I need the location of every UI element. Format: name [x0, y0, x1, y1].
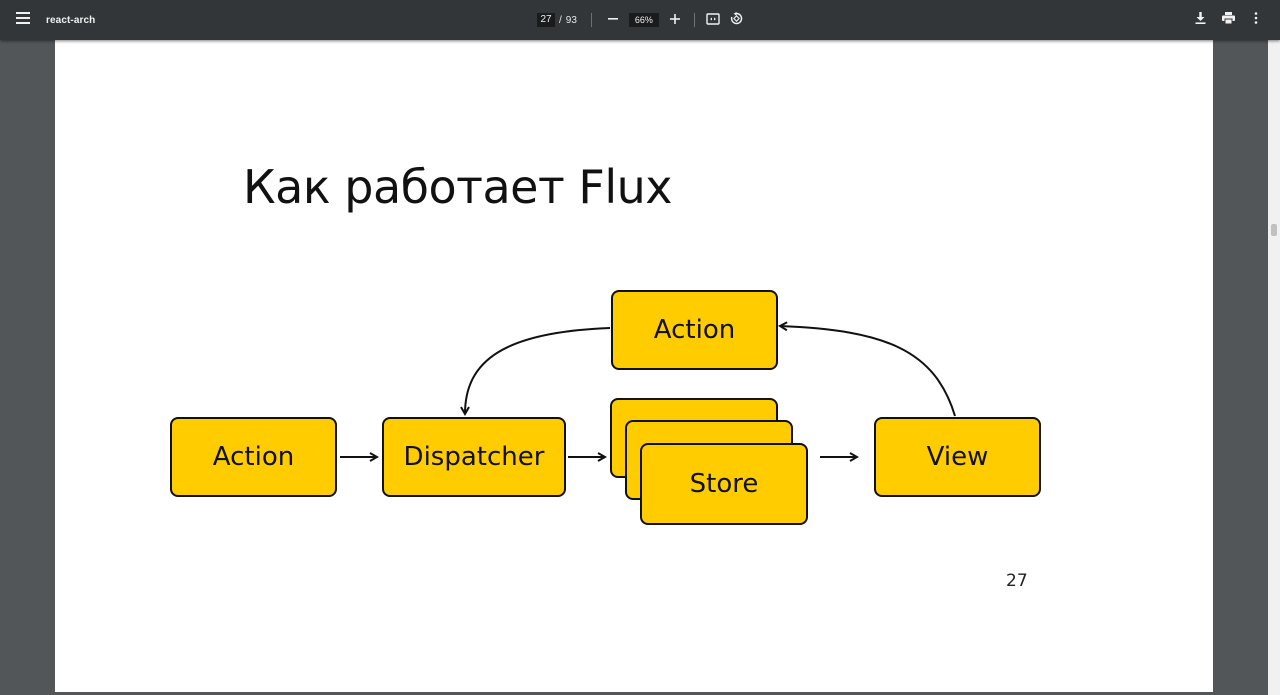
- fit-page-button[interactable]: [703, 8, 723, 32]
- pdf-page: Как работает Flux Action Dispatcher Acti…: [55, 40, 1213, 692]
- fit-page-icon: [706, 12, 720, 28]
- store-box: Store: [640, 443, 808, 525]
- rotate-icon: [730, 12, 743, 28]
- action-top-box: Action: [611, 290, 778, 370]
- page-number-input[interactable]: 27: [537, 13, 555, 27]
- zoom-out-button[interactable]: [603, 8, 623, 32]
- action-box: Action: [170, 417, 337, 497]
- zoom-in-icon: [669, 13, 680, 27]
- pdf-toolbar: react-arch 27 / 93 66%: [0, 0, 1280, 40]
- print-button[interactable]: [1214, 8, 1242, 32]
- rotate-button[interactable]: [727, 8, 747, 32]
- toolbar-divider: [590, 13, 592, 27]
- total-pages: 93: [565, 14, 577, 26]
- more-options-icon: [1254, 11, 1258, 29]
- download-icon: [1195, 11, 1206, 29]
- action-box-label: Action: [212, 442, 295, 472]
- store-box-label: Store: [689, 469, 759, 499]
- more-options-button[interactable]: [1242, 8, 1270, 32]
- view-box-label: View: [926, 442, 989, 472]
- zoom-level-input[interactable]: 66%: [628, 13, 659, 27]
- slide-title: Как работает Flux: [243, 160, 672, 214]
- scrollbar-thumb[interactable]: [1271, 224, 1277, 236]
- view-box: View: [874, 417, 1041, 497]
- menu-icon: [16, 11, 30, 29]
- vertical-scrollbar[interactable]: [1268, 40, 1280, 695]
- action-top-box-label: Action: [653, 315, 736, 345]
- dispatcher-box: Dispatcher: [382, 417, 566, 497]
- zoom-out-icon: [607, 14, 618, 27]
- download-button[interactable]: [1186, 8, 1214, 32]
- toolbar-divider: [693, 13, 695, 27]
- page-separator: /: [559, 14, 562, 26]
- zoom-in-button[interactable]: [665, 8, 685, 32]
- menu-button[interactable]: [0, 0, 46, 40]
- slide-page-number: 27: [1006, 571, 1028, 591]
- document-viewer[interactable]: Как работает Flux Action Dispatcher Acti…: [0, 40, 1268, 695]
- document-title: react-arch: [46, 14, 96, 26]
- print-icon: [1221, 11, 1235, 29]
- arrow-action-to-dispatcher-curve: [465, 327, 611, 414]
- dispatcher-box-label: Dispatcher: [403, 442, 545, 472]
- arrow-view-to-action: [780, 326, 956, 417]
